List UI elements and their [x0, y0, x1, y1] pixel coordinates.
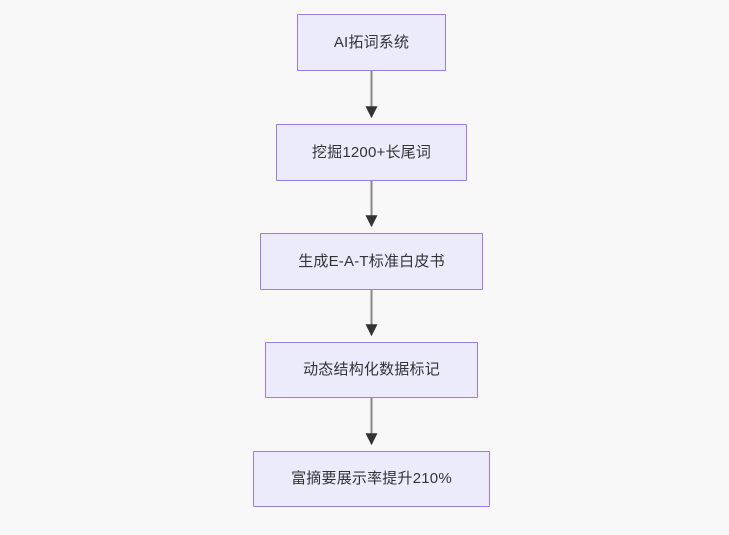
flow-node-mine-longtail-keywords[interactable]: 挖掘1200+长尾词 — [276, 124, 467, 181]
flow-node-ai-keyword-system[interactable]: AI拓词系统 — [297, 14, 446, 71]
flow-node-rich-snippet-rate-increase[interactable]: 富摘要展示率提升210% — [253, 451, 490, 507]
flow-node-label: AI拓词系统 — [333, 33, 410, 51]
flow-node-label: 动态结构化数据标记 — [303, 361, 440, 378]
flow-node-label: 生成E-A-T标准白皮书 — [298, 252, 445, 270]
flow-node-dynamic-structured-data-markup[interactable]: 动态结构化数据标记 — [265, 342, 478, 398]
flow-node-generate-eat-whitepaper[interactable]: 生成E-A-T标准白皮书 — [260, 233, 483, 290]
flow-node-label: 挖掘1200+长尾词 — [311, 143, 432, 161]
flow-node-label: 富摘要展示率提升210% — [291, 470, 452, 487]
